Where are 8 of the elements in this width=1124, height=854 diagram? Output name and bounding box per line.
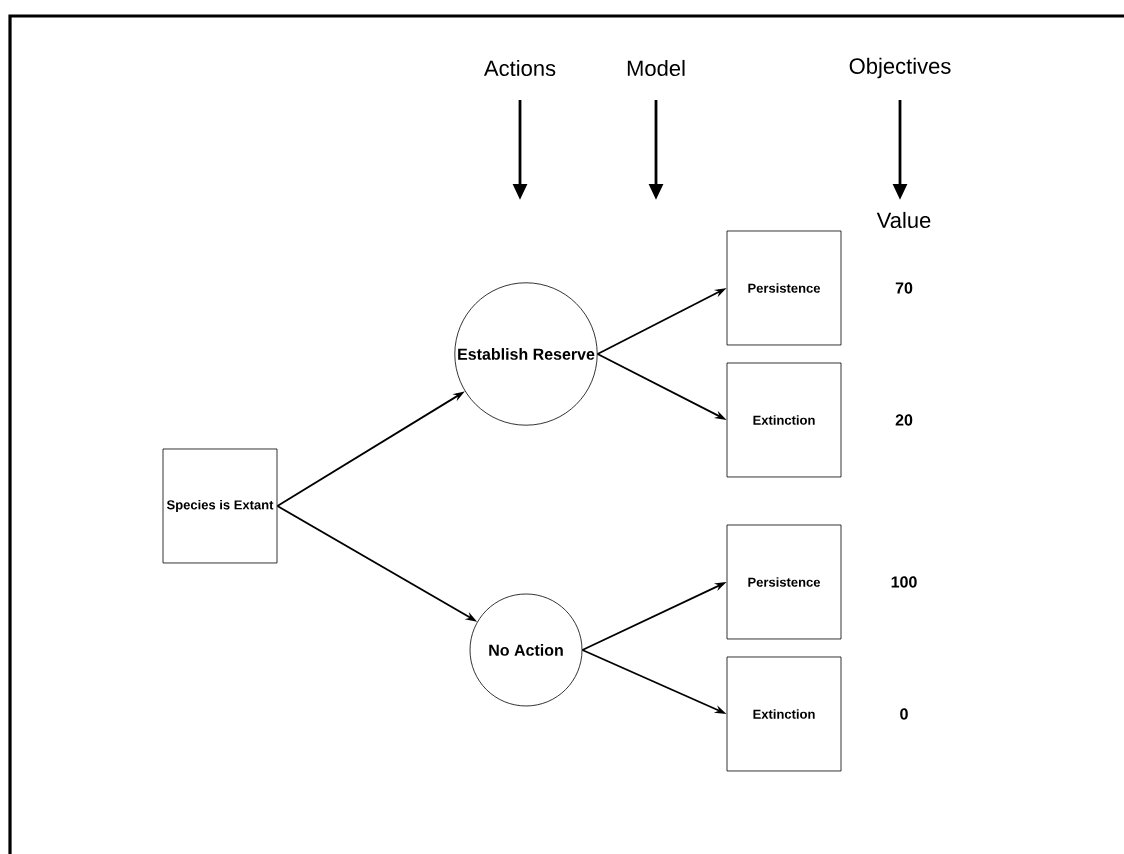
value-label: 20 [895, 414, 913, 426]
value-label: 100 [891, 576, 917, 588]
value-label: 0 [900, 708, 908, 720]
column-heading: Objectives [849, 57, 951, 79]
column-heading: Value [876, 211, 931, 229]
column-heading: Model [627, 59, 685, 77]
column-heading: Actions [483, 59, 556, 77]
value-label: 70 [895, 282, 913, 294]
